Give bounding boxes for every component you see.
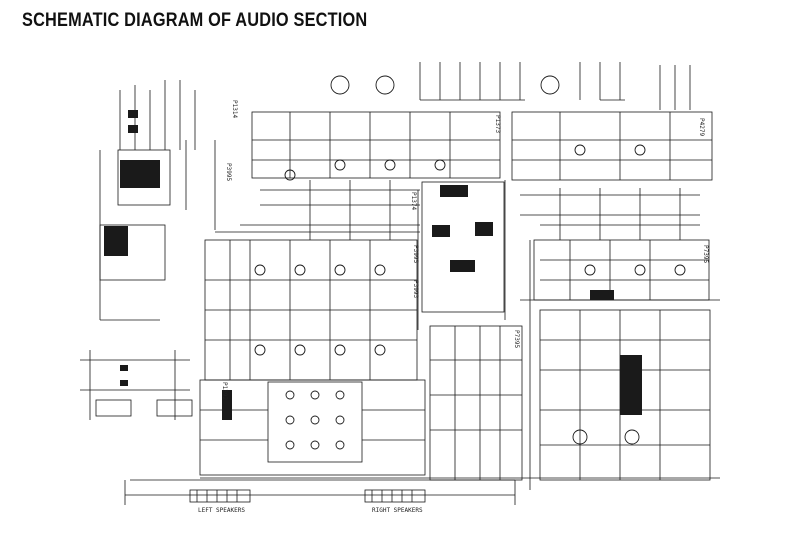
left-speakers-label: LEFT SPEAKERS: [198, 507, 245, 514]
right-speakers-label: RIGHT SPEAKERS: [372, 507, 423, 514]
board-outline-preamp: [251, 111, 501, 179]
page-title: SCHEMATIC DIAGRAM OF AUDIO SECTION: [22, 10, 368, 31]
board-outline-tuner: [511, 111, 713, 181]
connector-label-p9: P7395: [702, 245, 709, 263]
board-outline-connector: [117, 149, 171, 206]
connector-label-p1: P1314: [231, 100, 238, 118]
connector-label-p3: P1373: [494, 115, 501, 133]
relay-box-2: [156, 399, 193, 417]
connector-label-p5: P1374: [410, 192, 417, 210]
board-outline-heat: [267, 381, 363, 463]
right-speaker-terminal: [364, 489, 426, 503]
board-outline-output: [199, 379, 426, 476]
connector-label-p8: P1392: [221, 382, 228, 400]
connector-label-p2: P3995: [225, 163, 232, 181]
input-jack-1: [330, 75, 350, 95]
relay-box-1: [95, 399, 132, 417]
board-outline-driver: [429, 325, 523, 481]
board-outline-power-2: [539, 309, 711, 481]
left-speaker-terminal: [189, 489, 251, 503]
input-jack-2: [375, 75, 395, 95]
connector-label-p6: P3995: [412, 245, 419, 263]
input-jack-3: [540, 75, 560, 95]
board-outline-ic: [421, 181, 505, 313]
connector-label-p4: P4279: [698, 118, 705, 136]
board-outline-power-1: [533, 239, 710, 301]
connector-label-p10: P7395: [513, 330, 520, 348]
connector-label-p7: P3993: [412, 280, 419, 298]
